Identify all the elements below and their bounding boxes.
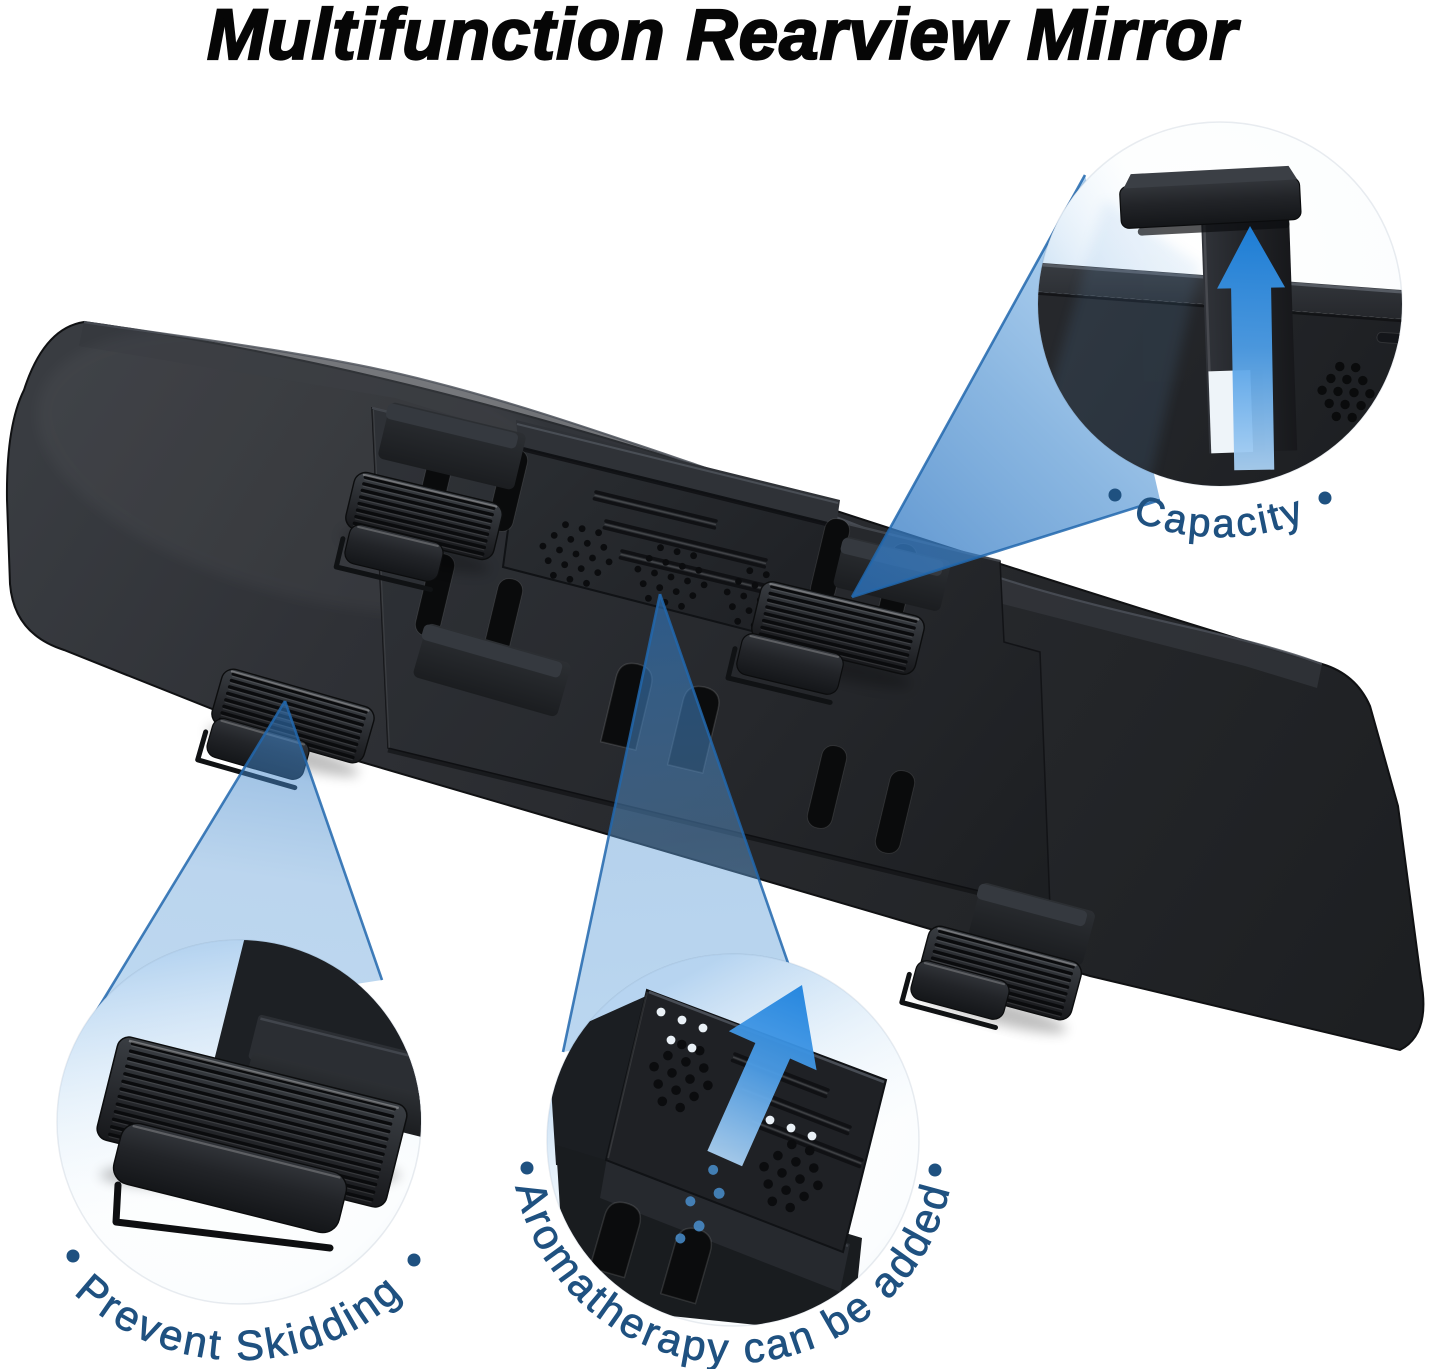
hole-dots xyxy=(1317,361,1375,423)
aroma-tray-closeup xyxy=(548,988,888,1326)
pad-ribs xyxy=(352,475,496,557)
hole-dots xyxy=(649,1039,713,1113)
callout-prevent-skidding: Prevent Skidding xyxy=(56,939,422,1369)
pad-ribs xyxy=(758,584,918,672)
page-title: Multifunction Rearview Mirror xyxy=(206,0,1238,76)
beam-to-prevent-skidding xyxy=(86,700,384,1026)
skid-clip-closeup xyxy=(96,940,421,1252)
hole-dots xyxy=(634,544,708,610)
hole-dots xyxy=(759,1139,823,1213)
capacity-clip-cap xyxy=(1119,165,1302,236)
capacity-label: Capacity xyxy=(1129,487,1310,546)
clip-upper-left xyxy=(333,402,526,592)
beam-to-aromatherapy xyxy=(561,593,807,1053)
label-dot xyxy=(928,1163,942,1177)
aromatherapy-tray xyxy=(501,420,840,650)
label-dot xyxy=(1318,491,1332,505)
label-dot xyxy=(66,1249,80,1263)
clip-lower-right xyxy=(899,883,1095,1034)
callout-aromatherapy: Aromatherapy can be added xyxy=(506,953,957,1369)
up-arrow-icon xyxy=(1217,226,1286,471)
label-dot xyxy=(1108,488,1122,502)
mirror-back-panel xyxy=(5,320,1425,1052)
callout-capacity: Capacity xyxy=(1037,121,1403,547)
hole-dots xyxy=(539,521,613,587)
up-arrow-icon xyxy=(675,985,817,1244)
label-dot xyxy=(520,1161,534,1175)
label-dot xyxy=(407,1253,421,1267)
